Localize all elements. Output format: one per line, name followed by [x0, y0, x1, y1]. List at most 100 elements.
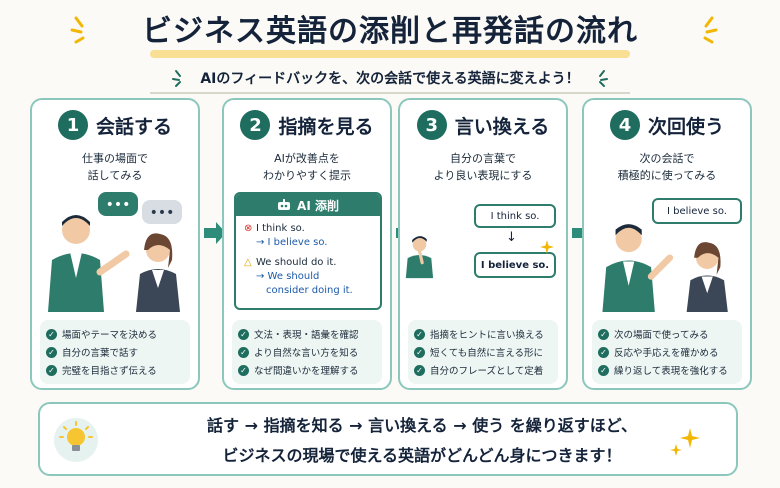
step-desc-line: より良い表現にする	[433, 169, 533, 182]
step-number: 4	[609, 110, 640, 140]
sparkle-icon	[70, 16, 85, 44]
robot-icon	[278, 199, 291, 210]
check-label: 自分の言葉で話す	[62, 348, 139, 359]
improved-phrase-bubble: I believe so.	[474, 252, 556, 278]
summary-line: ビジネスの現場で使える英語がどんどん身につきます！	[222, 446, 622, 465]
subtitle: AIのフィードバックを、次の会話で使える英語に変えよう！	[200, 71, 580, 87]
ai-correction-panel: AI 添削 ⊗I think so. → I believe so. △ We s…	[234, 192, 382, 310]
step-description: 仕事の場面で 話してみる	[32, 150, 198, 184]
step-number: 2	[240, 110, 271, 140]
check-icon: ✓	[414, 346, 425, 358]
step-title: 言い換える	[454, 115, 550, 138]
step-card-4: 4 次回使う 次の会話で 積極的に使ってみる I believe so. ✓次の…	[582, 98, 752, 390]
wrong-text: I think so.	[256, 223, 305, 234]
step-desc-line: 自分の言葉で	[450, 152, 516, 165]
arrow-right-icon	[204, 222, 226, 244]
check-icon: ✓	[238, 346, 249, 358]
cross-icon: ⊗	[244, 223, 253, 234]
summary-box: 話す → 指摘を知る → 言い換える → 使う を繰り返すほど、 ビジネスの現場…	[38, 402, 738, 476]
lightbulb-badge	[54, 418, 98, 462]
check-label: 文法・表現・語彙を確認	[254, 330, 359, 341]
ai-panel-title: AI 添削	[297, 198, 339, 213]
step-title: 会話する	[95, 115, 172, 138]
step-header: 2 指摘を見る	[224, 110, 390, 140]
subtitle-divider	[150, 92, 630, 94]
title-underline	[150, 50, 630, 58]
step-number: 1	[57, 110, 88, 140]
wrong-text: We should do it.	[256, 257, 337, 268]
warning-icon: △	[244, 257, 252, 268]
check-item: ✓ 短くても自然に言える形に	[414, 343, 552, 361]
step-desc-line: 話してみる	[87, 169, 143, 182]
check-item: ✓ 自分のフレーズとして定着	[414, 361, 552, 379]
step-desc-line: 積極的に使ってみる	[617, 169, 717, 182]
check-icon: ✓	[46, 364, 57, 376]
sparkle-icon	[172, 70, 182, 87]
check-list: ✓ 指摘をヒントに言い換える ✓ 短くても自然に言える形に ✓ 自分のフレーズとして定…	[408, 320, 558, 384]
check-icon: ✓	[414, 364, 425, 376]
check-item: ✓次の場面で使ってみる	[598, 325, 736, 343]
check-label: 完璧を目指さず伝える	[62, 366, 157, 377]
step-card-3: 3 言い換える 自分の言葉で より良い表現にする I think so. ↓ I…	[398, 98, 568, 390]
check-item: ✓ 文法・表現・語彙を確認	[238, 325, 376, 343]
check-icon: ✓	[598, 364, 609, 376]
step-description: 自分の言葉で より良い表現にする	[400, 150, 566, 184]
check-item: ✓ 自分の言葉で話す	[46, 343, 184, 361]
step-header: 4 次回使う	[584, 110, 750, 140]
check-icon: ✓	[46, 346, 57, 358]
check-item: ✓ 完璧を目指さず伝える	[46, 361, 184, 379]
check-label: 次の場面で使ってみる	[614, 330, 709, 341]
subtitle-row: AIのフィードバックを、次の会話で使える英語に変えよう！	[120, 64, 660, 92]
check-item: ✓ 反応や手応えを確かめる	[598, 343, 736, 361]
step-title: 指摘を見る	[278, 115, 374, 138]
svg-text:•••: •••	[150, 205, 175, 221]
svg-text:•••: •••	[106, 197, 131, 213]
original-phrase-bubble: I think so.	[474, 204, 556, 228]
page-title: ビジネス英語の添削と再発話の流れ	[142, 14, 638, 49]
check-icon: ✓	[414, 328, 425, 340]
corrected-expression: → I believe so.	[256, 237, 328, 248]
check-icon: ✓	[46, 328, 57, 340]
check-list: ✓次の場面で使ってみる ✓反応や手応えを確かめる ✓繰り返して表現を強化する	[592, 320, 742, 384]
step-header: 3 言い換える	[400, 110, 566, 140]
check-label: 自分のフレーズとして定着	[430, 366, 544, 377]
ai-panel-header: AI 添削	[236, 194, 380, 216]
check-icon: ✓	[598, 346, 609, 358]
check-label: なぜ間違いかを理解する	[254, 366, 359, 377]
check-label: 場面やテーマを決める	[62, 330, 158, 341]
step-card-1: 1 会話する 仕事の場面で 話してみる ••• ••• ✓ 場面やテーマを決める …	[30, 98, 200, 390]
step-description: AIが改善点を わかりやすく提示	[224, 150, 390, 184]
check-item: ✓繰り返して表現を強化する	[598, 361, 736, 379]
speech-bubble: I believe so.	[652, 198, 742, 224]
down-arrow-icon: ↓	[506, 230, 517, 245]
check-item: ✓ 場面やテーマを決める	[46, 325, 184, 343]
step-desc-line: わかりやすく提示	[263, 169, 351, 182]
wrong-expression: △ We should do it.	[236, 256, 380, 270]
check-icon: ✓	[238, 364, 249, 376]
step-title: 次回使う	[647, 115, 724, 138]
sparkle-icon	[703, 16, 718, 44]
check-label: 短くても自然に言える形に	[430, 348, 543, 359]
thinking-person-illustration	[405, 236, 434, 279]
step-desc-line: 仕事の場面で	[82, 152, 148, 165]
wrong-expression: ⊗I think so.	[236, 222, 380, 236]
conversation-illustration: ••• •••	[48, 192, 182, 312]
step-card-2: 2 指摘を見る AIが改善点を わかりやすく提示 AI 添削 ⊗I think …	[222, 98, 392, 390]
step-description: 次の会話で 積極的に使ってみる	[584, 150, 750, 184]
step-desc-line: 次の会話で	[639, 152, 695, 165]
corrected-expression: consider doing it.	[266, 285, 353, 296]
lightbulb-icon	[59, 421, 93, 451]
check-icon: ✓	[238, 328, 249, 340]
check-list: ✓ 場面やテーマを決める ✓ 自分の言葉で話す ✓ 完璧を目指さず伝える	[40, 320, 190, 384]
check-list: ✓ 文法・表現・語彙を確認 ✓より自然な言い方を知る ✓ なぜ間違いかを理解する	[232, 320, 382, 384]
summary-line: 話す → 指摘を知る → 言い換える → 使う を繰り返すほど、	[207, 416, 637, 435]
check-label: 指摘をヒントに言い換える	[430, 330, 544, 341]
step-desc-line: AIが改善点を	[274, 152, 340, 165]
check-label: 反応や手応えを確かめる	[614, 348, 719, 359]
check-item: ✓ 指摘をヒントに言い換える	[414, 325, 552, 343]
check-item: ✓ なぜ間違いかを理解する	[238, 361, 376, 379]
conversation-illustration	[602, 224, 728, 312]
sparkle-icon	[598, 70, 608, 87]
check-item: ✓より自然な言い方を知る	[238, 343, 376, 361]
corrected-expression: → We should	[256, 271, 320, 282]
